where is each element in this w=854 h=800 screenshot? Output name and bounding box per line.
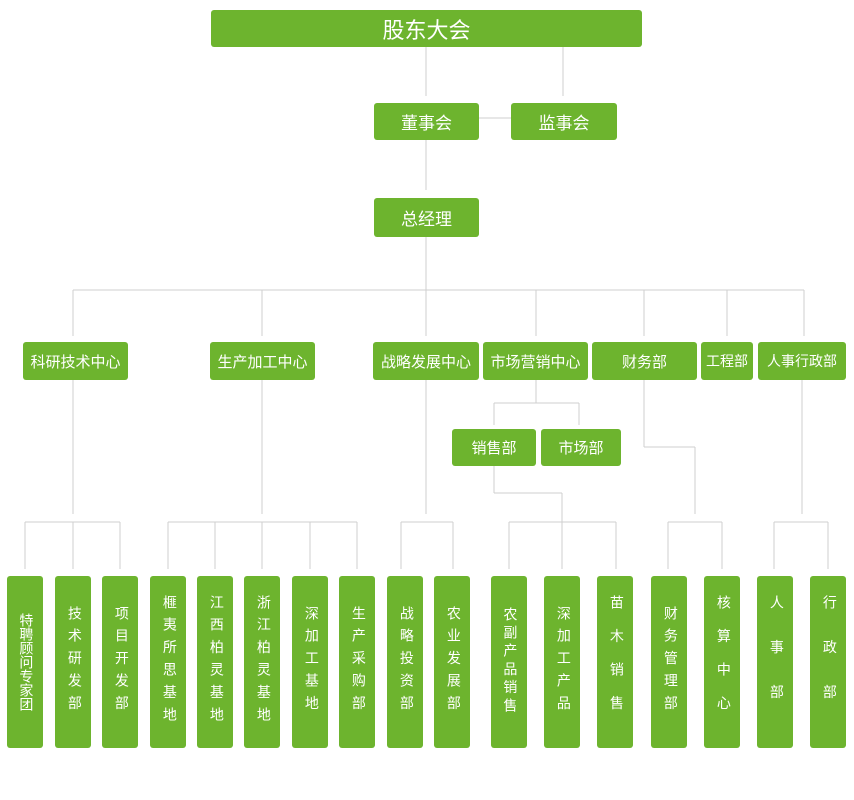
node-marketing-center: 市场营销中心 [483,342,588,380]
leaf-procurement-dept: 生产采购部 [339,576,375,748]
leaf-strategy-invest-dept: 战略投资部 [387,576,423,748]
leaf-project-dev-dept: 项目开发部 [102,576,138,748]
leaf-base-deep-processing: 深加工基地 [292,576,328,748]
node-general-manager: 总经理 [374,198,479,237]
leaf-accounting-center: 核算中心 [704,576,740,748]
leaf-personnel-dept: 人事部 [757,576,793,748]
node-board-of-directors: 董事会 [374,103,479,140]
node-supervisory-board: 监事会 [511,103,617,140]
leaf-expert-group: 特聘顾问专家团 [7,576,43,748]
node-engineering-dept: 工程部 [701,342,753,380]
node-rd-center: 科研技术中心 [23,342,128,380]
leaf-seedling-sales: 苗木销售 [597,576,633,748]
leaf-base-jiangxi: 江西柏灵基地 [197,576,233,748]
leaf-base-feiyi: 榧夷所思基地 [150,576,186,748]
leaf-agri-product-sales: 农副产品销售 [491,576,527,748]
leaf-finance-mgmt-dept: 财务管理部 [651,576,687,748]
node-hr-admin-dept: 人事行政部 [758,342,846,380]
node-shareholders-meeting: 股东大会 [211,10,642,47]
leaf-base-zhejiang: 浙江柏灵基地 [244,576,280,748]
leaf-admin-dept: 行政部 [810,576,846,748]
node-strategy-center: 战略发展中心 [373,342,479,380]
node-sales-dept: 销售部 [452,429,536,466]
node-production-center: 生产加工中心 [210,342,315,380]
leaf-agri-dev-dept: 农业发展部 [434,576,470,748]
leaf-tech-rd-dept: 技术研发部 [55,576,91,748]
leaf-deep-processed-products: 深加工产品 [544,576,580,748]
node-market-dept: 市场部 [541,429,621,466]
node-finance-dept: 财务部 [592,342,697,380]
